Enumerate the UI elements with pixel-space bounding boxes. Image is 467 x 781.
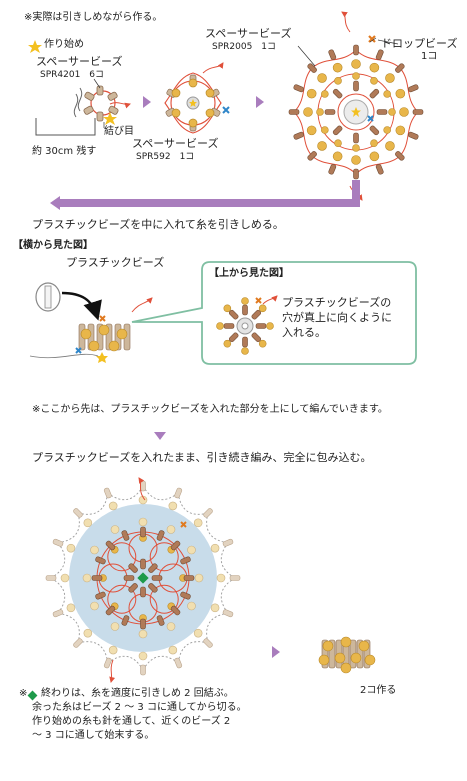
elbow-arrow <box>60 180 360 207</box>
star-icon <box>28 40 42 53</box>
side-view <box>29 282 153 363</box>
step1-ring <box>35 78 131 136</box>
top-view-note-line1: プラスチックビーズの <box>282 296 392 309</box>
step1-leave-thread: 約 30cm 残す <box>32 146 97 157</box>
step-arrow <box>154 432 166 440</box>
make-two-label: 2コ作る <box>360 685 397 696</box>
finish-note-line1: 終わりは、糸を適度に引きしめ 2 回結ぶ。 <box>41 688 234 699</box>
final-rosette <box>45 477 241 683</box>
step3-drop-count: 1コ <box>421 51 438 62</box>
diamond-icon <box>27 690 38 701</box>
step1-knot-label: 結び目 <box>104 126 134 137</box>
step1-spacer-code: SPR4201 6コ <box>40 70 105 80</box>
step3-spacer-code: SPR2005 1コ <box>212 42 277 52</box>
orange-cross-icon <box>368 35 376 43</box>
top-view-title: 【上から見た図】 <box>209 268 289 279</box>
step3-drop-label: ドロップビーズ <box>381 37 458 50</box>
step2-rosette <box>164 62 230 134</box>
note-upward: ※ここから先は、プラスチックビーズを入れた部分を上にして編んでいきます。 <box>32 404 388 415</box>
step2-spacer-code: SPR592 1コ <box>136 152 195 162</box>
step3-rosette <box>288 11 424 201</box>
step-arrow <box>143 96 151 108</box>
finish-note-line4: ～ 3 コに通して始末する。 <box>32 730 155 741</box>
top-view-note-line3: 入れる。 <box>282 326 326 339</box>
step2-spacer-label: スペーサービーズ <box>132 137 219 150</box>
side-view-title: 【横から見た図】 <box>13 240 93 251</box>
instruction-wrap: プラスチックビーズを入れたまま、引き続き編み、完全に包み込む。 <box>32 451 372 464</box>
finish-note-line3: 作り始めの糸も針を通して、近くのビーズ 2 <box>32 716 231 727</box>
star-icon <box>103 112 117 125</box>
finish-note-mark: ※ <box>19 688 28 699</box>
plastic-bead-label: プラスチックビーズ <box>66 256 165 269</box>
header-note: ※実際は引きしめながら作る。 <box>24 12 163 23</box>
step1-spacer-label: スペーサービーズ <box>36 55 123 68</box>
instruction-insert: プラスチックビーズを中に入れて糸を引きしめる。 <box>32 218 284 231</box>
finish-note-line2: 余った糸はビーズ 2 ～ 3 コに通してから切る。 <box>32 702 247 713</box>
step3-spacer-label: スペーサービーズ <box>205 27 292 40</box>
finished-bead <box>318 636 376 674</box>
step-arrow <box>272 646 280 658</box>
top-view-callout <box>131 261 417 365</box>
cross-icon <box>222 106 230 114</box>
step-arrow <box>256 96 264 108</box>
legend-start-label: 作り始め <box>44 39 84 50</box>
top-view-note-line2: 穴が真上に向くように <box>282 311 392 324</box>
